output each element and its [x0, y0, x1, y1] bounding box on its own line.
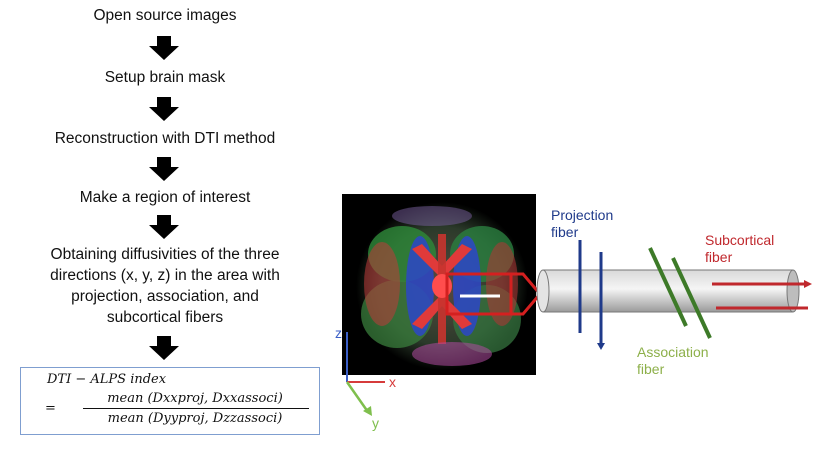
step-region-of-interest: Make a region of interest — [79, 189, 251, 206]
association-fiber-line — [671, 257, 712, 339]
step-setup-brain-mask: Setup brain mask — [104, 69, 226, 86]
projection-arrowhead — [597, 343, 605, 350]
formula-title: DTI − ALPS index — [47, 372, 167, 387]
axis-x-label: x — [389, 374, 396, 390]
step-line: directions (x, y, z) in the area with — [50, 267, 280, 284]
tube-right-end — [786, 269, 800, 313]
step-obtaining-diffusivities: Obtaining diffusivities of the three dir… — [0, 244, 330, 328]
step-line: Obtaining diffusivities of the three — [50, 246, 280, 263]
step-line: projection, association, and — [71, 288, 259, 305]
roi-connector — [447, 272, 542, 316]
fraction-bar — [83, 408, 309, 409]
label-line: fiber — [551, 224, 579, 240]
down-arrow-icon — [149, 36, 179, 60]
formula-equals: = — [45, 401, 56, 416]
label-line: Subcortical — [705, 232, 775, 248]
brain-color-map — [356, 202, 528, 370]
axis-y-arrowhead — [363, 406, 372, 416]
step-line: subcortical fibers — [106, 309, 224, 326]
down-arrow-icon — [149, 157, 179, 181]
tube-left-end — [536, 269, 550, 313]
subcortical-arrowhead — [804, 280, 812, 288]
step-open-source-images: Open source images — [93, 7, 237, 24]
brain-dti-image — [342, 194, 536, 375]
axis-y-label: y — [372, 415, 379, 431]
association-fiber-line — [648, 247, 688, 327]
down-arrow-icon — [149, 215, 179, 239]
label-line: fiber — [637, 361, 665, 377]
down-arrow-icon — [149, 336, 179, 360]
label-line: Association — [637, 344, 709, 360]
step-reconstruction-dti: Reconstruction with DTI method — [54, 130, 276, 147]
formula-box: DTI − ALPS index = mean (Dxxproj, Dxxass… — [20, 367, 320, 435]
axis-y-line — [345, 381, 370, 413]
roi-box — [445, 272, 513, 316]
subcortical-fiber-label: Subcortical fiber — [705, 232, 774, 266]
formula-denominator: mean (Dyyproj, Dzzassoci) — [107, 411, 283, 426]
label-line: fiber — [705, 249, 733, 265]
formula-numerator: mean (Dxxproj, Dxxassoci) — [107, 391, 283, 406]
label-line: Projection — [551, 207, 614, 223]
association-fiber-label: Association fiber — [637, 344, 709, 378]
axis-z-label: z — [335, 325, 342, 341]
projection-fiber-label: Projection fiber — [551, 207, 613, 241]
down-arrow-icon — [149, 97, 179, 121]
